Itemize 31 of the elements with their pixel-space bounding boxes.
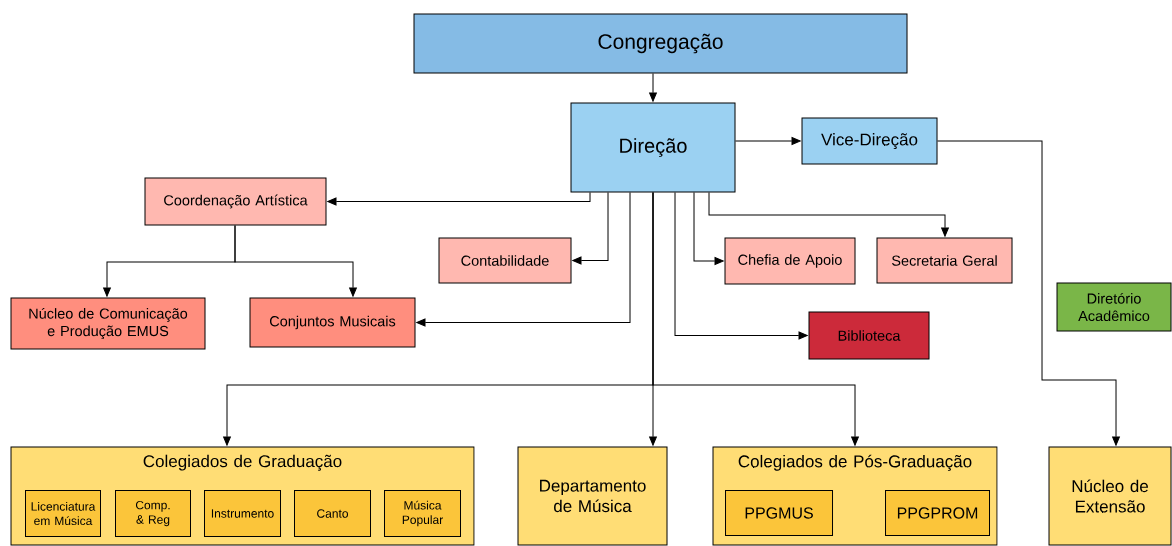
arrow (572, 192, 609, 265)
arrow (735, 137, 801, 145)
process-box: Departamento de Música (517, 446, 668, 546)
process-box: PPGMUS (725, 490, 833, 536)
arrow (652, 192, 859, 446)
process-box: Canto (294, 490, 371, 537)
process-box: Direção (570, 102, 736, 193)
arrow (937, 140, 1120, 446)
process-box: Secretaria Geral (876, 237, 1013, 284)
process-box: Coordenação Artística (144, 177, 327, 226)
arrow (708, 192, 949, 237)
process-box: Comp. & Reg (115, 490, 191, 537)
title-box: Congregação (413, 13, 908, 74)
arrow (693, 192, 724, 265)
process-box: Núcleo de Comunicação e Produção EMUS (10, 297, 206, 350)
process-box: PPGPROM (885, 490, 990, 536)
arrow (416, 192, 631, 327)
arrow (234, 225, 357, 297)
process-box: Diretório Acadêmico (1056, 282, 1172, 332)
process-box: Núcleo de Extensão (1048, 446, 1172, 546)
process-box: Instrumento (204, 490, 281, 537)
arrow (327, 192, 591, 206)
process-box: Chefia de Apoio (724, 237, 856, 285)
arrow (674, 192, 808, 340)
process-box: Contabilidade (438, 237, 572, 284)
process-box: Biblioteca (808, 311, 930, 360)
process-box: Vice-Direção (801, 117, 938, 165)
process-box: Conjuntos Musicais (249, 297, 416, 348)
process-box: Licenciatura em Música (25, 490, 101, 537)
process-box: Música Popular (384, 490, 461, 537)
arrow (649, 73, 657, 102)
